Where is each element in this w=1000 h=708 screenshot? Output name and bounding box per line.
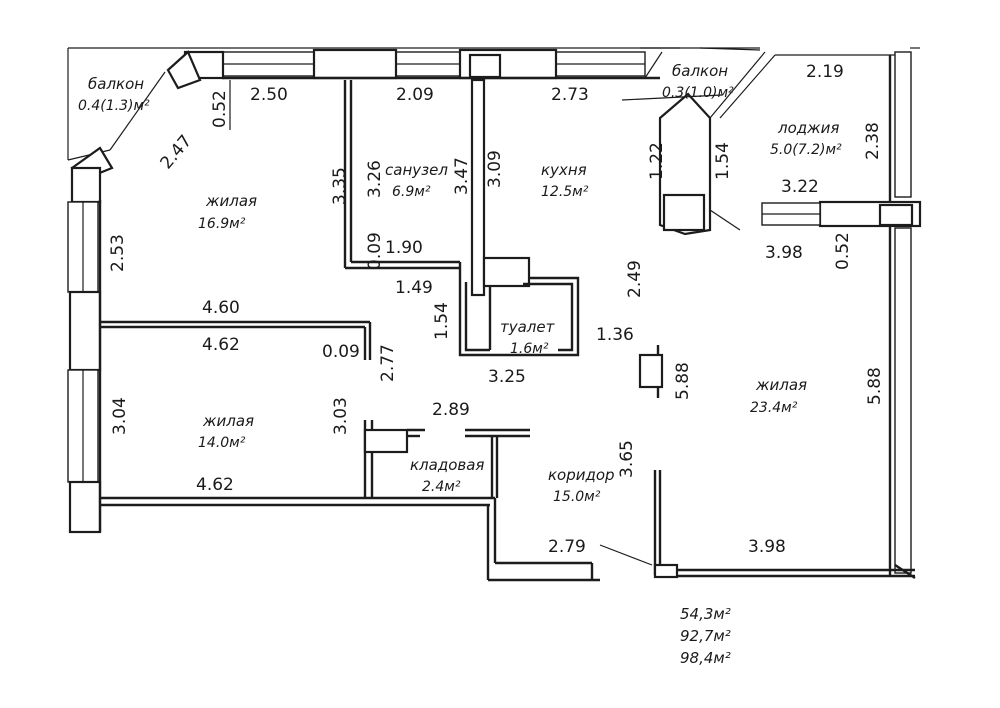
dim-label: 0.52 <box>833 232 853 270</box>
dim-label: 2.50 <box>250 85 288 105</box>
dim-label: 1.36 <box>596 325 634 345</box>
dim-label: 0.09 <box>322 342 360 362</box>
dim-label: 2.73 <box>551 85 589 105</box>
dim-label: 3.98 <box>748 537 786 557</box>
total-area-2: 92,7м² <box>680 627 731 645</box>
dim-label: 3.25 <box>488 367 526 387</box>
dim-label: 5.88 <box>673 362 693 400</box>
living-1-name: жилая <box>205 192 257 210</box>
dim-label: 1.49 <box>395 278 433 298</box>
corridor-area: 15.0м² <box>553 489 601 505</box>
dim-label: 2.38 <box>863 122 883 160</box>
dim-label: 2.53 <box>108 234 128 272</box>
bathroom-area: 6.9м² <box>392 184 431 200</box>
dim-label: 3.47 <box>452 157 472 195</box>
toilet-name: туалет <box>500 318 556 336</box>
living-3-area: 23.4м² <box>750 400 798 416</box>
dimension-labels: 2.50 2.09 2.73 2.19 0.52 2.47 3.35 3.26 … <box>108 62 885 557</box>
dim-label: 4.62 <box>202 335 240 355</box>
kitchen-name: кухня <box>541 161 587 179</box>
dim-label: 3.09 <box>485 150 505 188</box>
dim-label: 2.19 <box>806 62 844 82</box>
dim-label: 4.62 <box>196 475 234 495</box>
room-labels: балкон 0.4(1.3)м² санузел 6.9м² кухня 12… <box>78 62 842 505</box>
dim-label: 1.54 <box>713 142 733 180</box>
total-areas: 54,3м² 92,7м² 98,4м² <box>680 605 731 667</box>
dim-label: 3.35 <box>330 167 350 205</box>
dim-label: 5.88 <box>865 367 885 405</box>
dim-label: 2.09 <box>396 85 434 105</box>
loggia-name: лоджия <box>777 119 839 137</box>
living-2-area: 14.0м² <box>198 435 246 451</box>
dim-label: 3.65 <box>617 440 637 478</box>
living-1-area: 16.9м² <box>198 216 246 232</box>
bathroom-name: санузел <box>385 161 448 179</box>
dim-label: 3.04 <box>110 397 130 435</box>
dim-label: 0.09 <box>365 232 385 270</box>
dim-label: 2.89 <box>432 400 470 420</box>
living-2-name: жилая <box>202 412 254 430</box>
corridor-name: коридор <box>548 466 615 484</box>
toilet-area: 1.6м² <box>510 341 549 357</box>
total-area-1: 54,3м² <box>680 605 731 623</box>
dim-label: 4.60 <box>202 298 240 318</box>
dim-label: 2.79 <box>548 537 586 557</box>
balcony-left-name: балкон <box>88 75 144 93</box>
dim-label: 1.54 <box>432 302 452 340</box>
dim-label: 2.77 <box>378 344 398 382</box>
balcony-right-area: 0.3(1.0)м² <box>662 85 734 101</box>
dim-label: 1.22 <box>647 142 667 180</box>
kitchen-area: 12.5м² <box>541 184 589 200</box>
living-3-name: жилая <box>755 376 807 394</box>
pantry-name: кладовая <box>410 456 484 474</box>
walls <box>67 47 922 582</box>
total-area-3: 98,4м² <box>680 649 731 667</box>
loggia-area: 5.0(7.2)м² <box>770 142 842 158</box>
dim-label: 3.03 <box>331 397 351 435</box>
balcony-left-area: 0.4(1.3)м² <box>78 98 150 114</box>
dim-label: 0.52 <box>210 90 230 128</box>
dim-label: 1.90 <box>385 238 423 258</box>
dim-label: 2.49 <box>625 260 645 298</box>
balcony-right-name: балкон <box>672 62 728 80</box>
pantry-area: 2.4м² <box>422 479 461 495</box>
dim-label: 3.22 <box>781 177 819 197</box>
dim-label: 3.98 <box>765 243 803 263</box>
dim-label: 2.47 <box>157 131 197 173</box>
dim-label: 3.26 <box>365 160 385 198</box>
